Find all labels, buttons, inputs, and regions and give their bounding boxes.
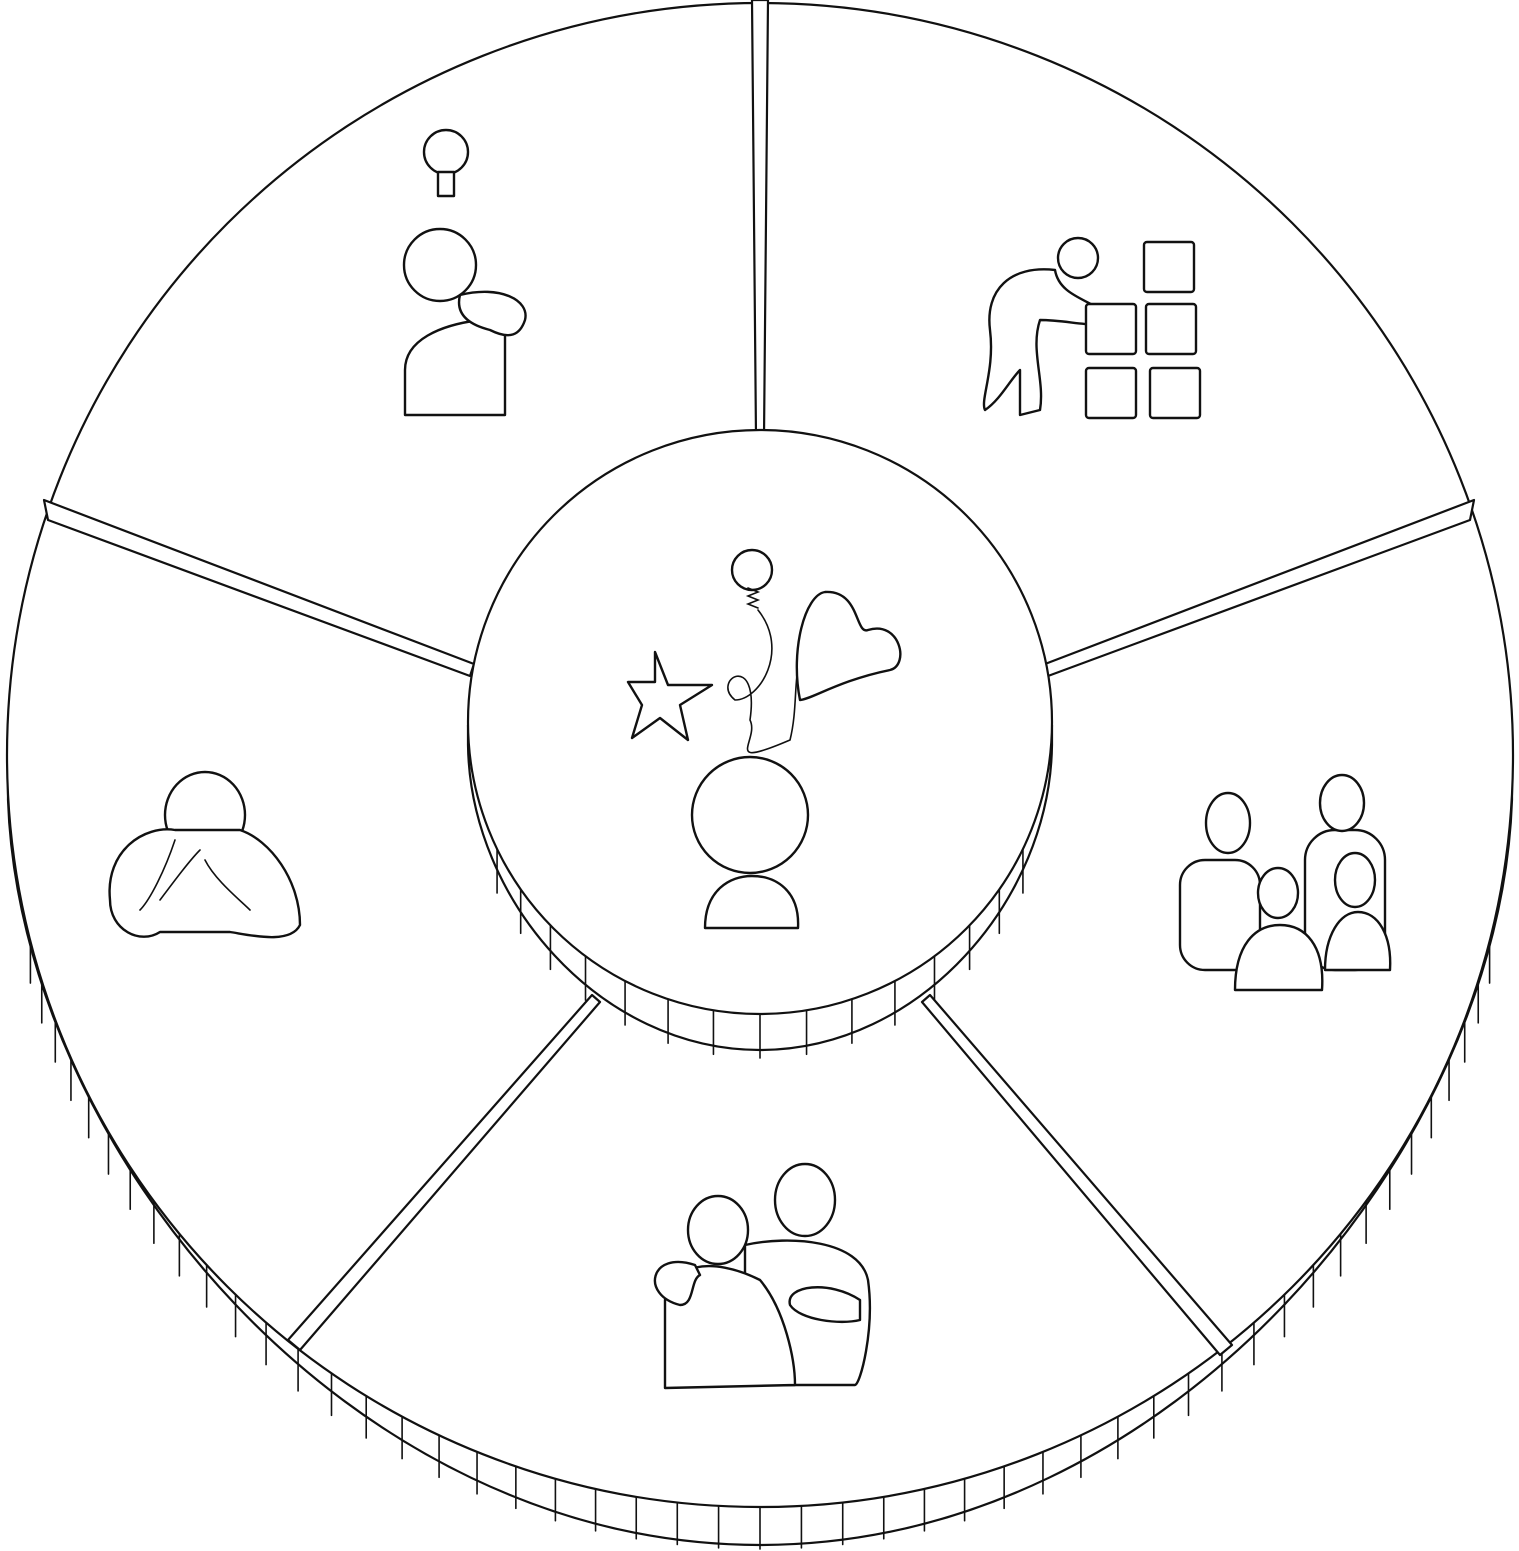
family-group-icon	[1178, 773, 1392, 992]
two-people-hugging-icon	[653, 1162, 872, 1390]
segment-dividers	[42, 0, 1476, 1357]
person-with-idea-star-heart-icon	[626, 548, 902, 930]
thinking-person-lightbulb-icon	[402, 128, 527, 417]
person-arranging-blocks-icon	[982, 236, 1202, 420]
hub	[466, 428, 1054, 1016]
person-covering-face-icon	[108, 770, 302, 939]
